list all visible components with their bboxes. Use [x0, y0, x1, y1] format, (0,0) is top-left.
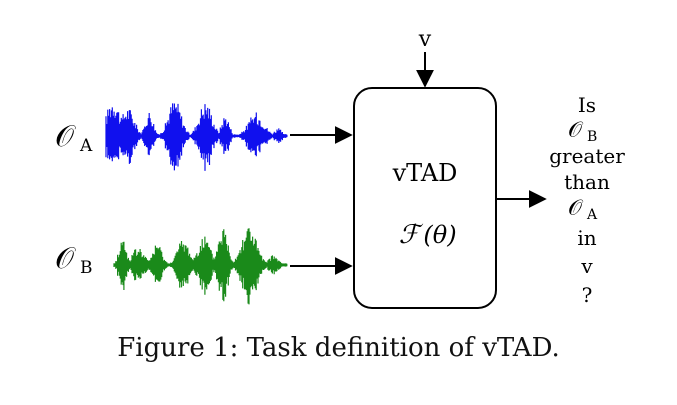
- waveform-b-icon: [113, 228, 288, 305]
- output-line-question-mark: ?: [582, 283, 593, 307]
- output-o-a: 𝒪 A: [568, 196, 598, 223]
- input-a-subscript: A: [79, 136, 93, 156]
- output-o-b-subscript: B: [587, 129, 597, 145]
- figure-caption: Figure 1: Task definition of vTAD.: [117, 333, 560, 363]
- output-o-b: 𝒪 B: [568, 118, 597, 145]
- waveform-a-icon: [105, 103, 288, 171]
- model-function-arg: (θ): [423, 221, 456, 249]
- input-a-label: 𝒪 A: [55, 119, 93, 156]
- output-line-greater: greater: [549, 144, 625, 168]
- output-line-v: v: [580, 254, 593, 278]
- input-b-subscript: B: [80, 258, 93, 278]
- output-question: Is 𝒪 B greater than 𝒪 A in v ?: [549, 93, 625, 307]
- model-title: vTAD: [392, 159, 458, 187]
- input-a-symbol: 𝒪: [55, 119, 76, 154]
- output-line-in: in: [577, 226, 596, 250]
- output-o-a-symbol: 𝒪: [568, 196, 584, 221]
- output-o-b-symbol: 𝒪: [568, 118, 584, 143]
- input-b-label: 𝒪 B: [55, 241, 93, 278]
- model-function: ℱ (θ): [399, 220, 457, 250]
- top-input-label: v: [418, 27, 432, 52]
- output-o-a-subscript: A: [586, 207, 598, 223]
- output-line-than: than: [564, 170, 610, 194]
- input-b-symbol: 𝒪: [55, 241, 76, 276]
- vtad-model-box: [353, 87, 497, 309]
- output-line-is: Is: [578, 93, 596, 117]
